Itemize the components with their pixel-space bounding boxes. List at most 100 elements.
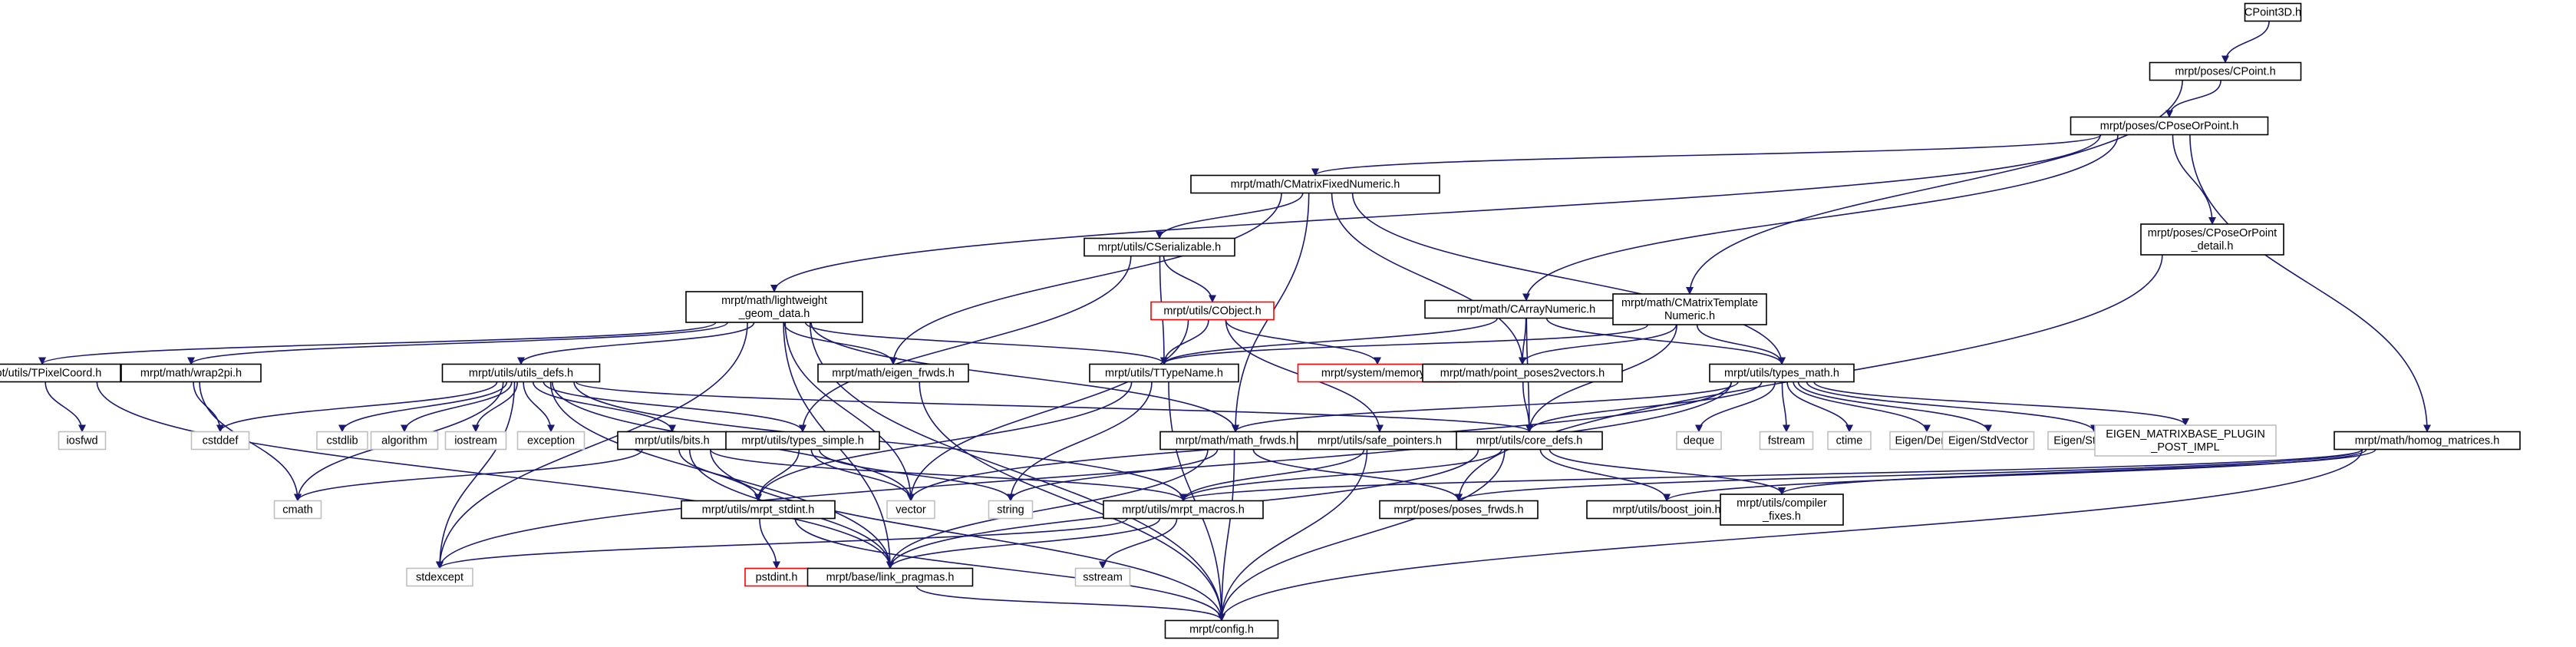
node-label: mrpt/config.h <box>1189 624 1254 636</box>
node-label: deque <box>1684 435 1714 447</box>
node-eigen_frwds[interactable]: mrpt/math/eigen_frwds.h <box>817 363 969 383</box>
edge-cmatrixfixed-to-eigen_frwds <box>889 193 1282 365</box>
edge-cmatrixfixed-to-cserializable <box>1156 193 1304 239</box>
node-label: mrpt/utils/types_simple.h <box>741 435 864 447</box>
edge-carraynumeric-to-ttypename <box>1160 318 1499 365</box>
node-boost_join[interactable]: mrpt/utils/boost_join.h <box>1586 500 1747 520</box>
node-label: vector <box>895 504 926 517</box>
node-label: mrpt/utils/utils_defs.h <box>469 368 573 380</box>
node-label: mrpt/math/eigen_frwds.h <box>832 368 955 380</box>
edge-lightweight-to-stdexcept <box>436 322 748 569</box>
edge-bits-to-mrpt_macros <box>709 449 1187 502</box>
node-box <box>806 567 974 587</box>
node-tpixelcoord[interactable]: mrpt/utils/TPixelCoord.h <box>0 363 121 383</box>
node-label: Eigen/StdVector <box>1948 435 2028 447</box>
node-label: mrpt/math/lightweight <box>721 295 827 307</box>
node-ctime: ctime <box>1827 431 1872 451</box>
node-cmatrixfixed[interactable]: mrpt/math/CMatrixFixedNumeric.h <box>1190 174 1440 194</box>
node-label: mrpt/poses/CPoint.h <box>2175 66 2275 78</box>
edge-utils_defs-to-exception <box>523 381 555 433</box>
node-label: CPoint3D.h <box>2245 7 2301 19</box>
node-ttypename[interactable]: mrpt/utils/TTypeName.h <box>1089 363 1239 383</box>
node-stdexcept: stdexcept <box>406 567 473 587</box>
node-vector: vector <box>886 500 935 520</box>
node-point_poses2vectors[interactable]: mrpt/math/point_poses2vectors.h <box>1422 363 1623 383</box>
edge-utils_defs-to-cstdlib <box>338 381 508 433</box>
node-box <box>1941 431 2035 451</box>
node-box <box>1612 293 1767 325</box>
node-safe_pointers[interactable]: mrpt/utils/safe_pointers.h <box>1296 431 1463 451</box>
node-mrpt_macros[interactable]: mrpt/utils/mrpt_macros.h <box>1103 500 1264 520</box>
node-label: mrpt/utils/compiler <box>1737 497 1827 510</box>
node-box <box>516 431 585 451</box>
node-box <box>2149 61 2302 81</box>
node-cobject[interactable]: mrpt/utils/CObject.h <box>1150 301 1275 321</box>
edge-cposeorpoint-to-homog_matrices <box>2189 134 2431 433</box>
edge-mrpt_macros-to-stdexcept <box>436 517 1128 569</box>
node-config[interactable]: mrpt/config.h <box>1164 619 1279 639</box>
node-wrap2pi[interactable]: mrpt/math/wrap2pi.h <box>120 363 262 383</box>
node-box <box>2094 424 2277 457</box>
node-box <box>681 500 836 520</box>
node-link_pragmas[interactable]: mrpt/base/link_pragmas.h <box>806 567 974 587</box>
edge-cmatrixtemplate-to-ttypename <box>1160 324 1648 365</box>
edge-types_simple-to-mrpt_stdint <box>754 449 800 502</box>
edge-core_defs-to-boost_join <box>1539 449 1671 502</box>
node-label: mrpt/utils/mrpt_macros.h <box>1122 504 1245 517</box>
node-label: mrpt/system/memory.h <box>1321 368 1433 380</box>
node-cserializable[interactable]: mrpt/utils/CSerializable.h <box>1084 237 1235 257</box>
edge-cmatrixtemplate-to-types_math <box>1696 324 1786 365</box>
node-core_defs[interactable]: mrpt/utils/core_defs.h <box>1456 431 1603 451</box>
node-lightweight[interactable]: mrpt/math/lightweight_geom_data.h <box>685 291 863 323</box>
edge-lightweight-to-utils_defs <box>517 322 755 365</box>
edge-types_math-to-math_frwds <box>1232 381 1739 433</box>
node-box <box>1720 494 1844 526</box>
node-memory[interactable]: mrpt/system/memory.h <box>1297 363 1458 383</box>
node-types_simple[interactable]: mrpt/utils/types_simple.h <box>725 431 880 451</box>
node-label: _fixes.h <box>1762 510 1801 523</box>
node-box <box>1164 619 1279 639</box>
node-label: stdexcept <box>416 572 463 584</box>
node-compiler_fixes[interactable]: mrpt/utils/compiler_fixes.h <box>1720 494 1844 526</box>
node-exception: exception <box>516 431 585 451</box>
node-utils_defs[interactable]: mrpt/utils/utils_defs.h <box>441 363 601 383</box>
node-cpoint3d[interactable]: CPoint3D.h <box>2244 2 2302 22</box>
node-math_frwds[interactable]: mrpt/math/math_frwds.h <box>1159 431 1311 451</box>
edge-homog_matrices-to-config <box>1218 449 2363 622</box>
node-carraynumeric[interactable]: mrpt/math/CArrayNumeric.h <box>1424 299 1628 319</box>
edge-utils_defs-to-types_simple <box>543 381 806 433</box>
node-box <box>190 431 250 451</box>
node-box <box>0 363 121 383</box>
node-box <box>1084 237 1235 257</box>
node-box <box>988 500 1034 520</box>
node-mrpt_stdint[interactable]: mrpt/utils/mrpt_stdint.h <box>681 500 836 520</box>
edge-types_math-to-fstream <box>1781 381 1790 433</box>
edge-types_math-to-eigen_stdvector <box>1797 381 1992 433</box>
node-box <box>273 500 322 520</box>
node-label: ctime <box>1836 435 1863 447</box>
edge-safe_pointers-to-config <box>1218 449 1368 622</box>
node-cpoint[interactable]: mrpt/poses/CPoint.h <box>2149 61 2302 81</box>
node-box <box>725 431 880 451</box>
node-homog_matrices[interactable]: mrpt/math/homog_matrices.h <box>2334 431 2521 451</box>
edge-cobject-to-ttypename <box>1160 319 1209 365</box>
node-label: mrpt/utils/CObject.h <box>1163 305 1261 318</box>
node-label: mrpt/utils/TPixelCoord.h <box>0 368 101 380</box>
node-label: mrpt/math/CMatrixTemplate <box>1621 297 1758 309</box>
node-pstdint[interactable]: pstdint.h <box>744 567 809 587</box>
node-label: mrpt/utils/bits.h <box>635 435 710 447</box>
edge-safe_pointers-to-mrpt_macros <box>1179 449 1365 502</box>
edge-utils_defs-to-core_defs <box>575 381 1533 433</box>
edge-types_math-to-ctime <box>1786 381 1853 433</box>
node-cposeorpoint[interactable]: mrpt/poses/CPoseOrPoint.h <box>2070 116 2269 136</box>
edge-cmatrixfixed-to-types_math <box>1351 193 1786 365</box>
nodes-layer: CPoint3D.h mrpt/poses/CPoint.h mrpt/poses/… <box>0 2 2521 639</box>
node-bits[interactable]: mrpt/utils/bits.h <box>617 431 727 451</box>
node-label: cstddef <box>203 435 239 447</box>
node-label: fstream <box>1768 435 1805 447</box>
node-poses_frwds[interactable]: mrpt/poses/poses_frwds.h <box>1379 500 1539 520</box>
node-types_math[interactable]: mrpt/utils/types_math.h <box>1709 363 1855 383</box>
node-cposeorpoint_detail[interactable]: mrpt/poses/CPoseOrPoint_detail.h <box>2140 223 2284 256</box>
edge-homog_matrices-to-mrpt_macros <box>1179 448 2363 502</box>
